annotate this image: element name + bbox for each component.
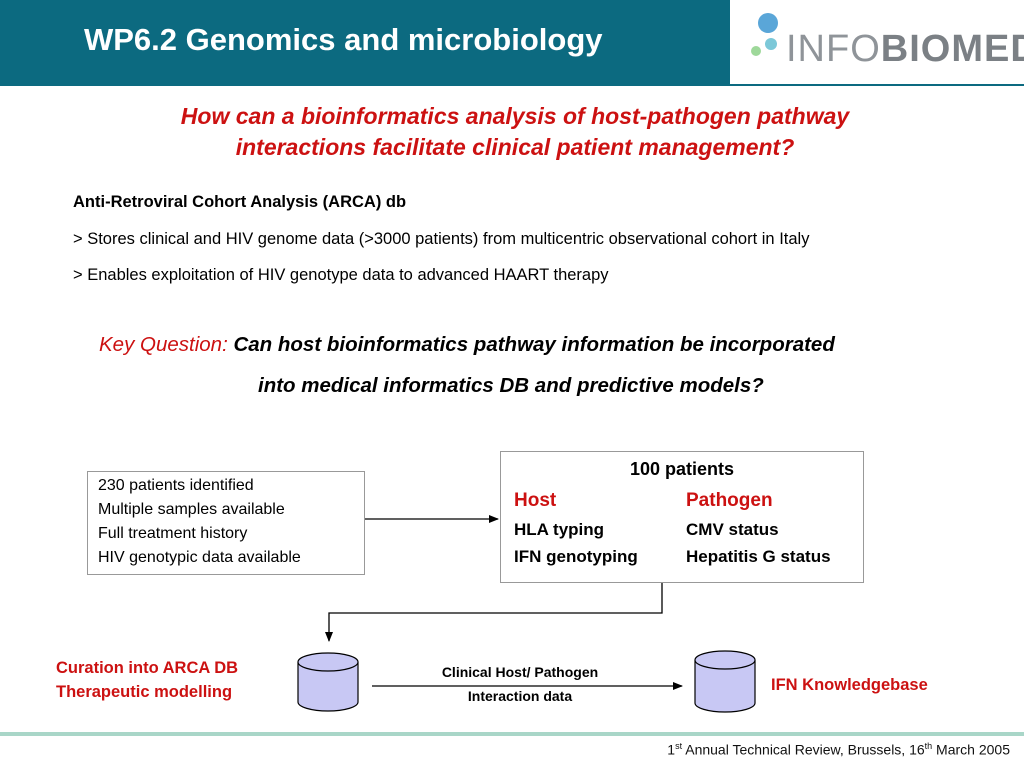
infobiomed-logo: INFOBIOMED <box>730 0 1024 84</box>
hundred-patients-box: 100 patients Host Pathogen HLA typing CM… <box>500 451 864 583</box>
slide-title: WP6.2 Genomics and microbiology <box>84 22 603 57</box>
pathogen-item: Hepatitis G status <box>686 547 831 566</box>
patients-identified-box: 230 patients identified Multiple samples… <box>87 471 365 575</box>
pathogen-item: CMV status <box>686 520 779 539</box>
flow-label-2: Interaction data <box>467 688 573 704</box>
logo-dots-icon <box>751 13 778 56</box>
ifn-knowledgebase-label: IFN Knowledgebase <box>771 676 928 694</box>
arca-heading: Anti-Retroviral Cohort Analysis (ARCA) d… <box>73 193 407 211</box>
title-bar: WP6.2 Genomics and microbiology <box>0 0 730 84</box>
key-question-label: Key Question: <box>99 333 228 356</box>
left-box-item: Full treatment history <box>98 525 248 542</box>
flow-label-1: Clinical Host/ Pathogen <box>441 664 599 680</box>
arca-bullet-2: > Enables exploitation of HIV genotype d… <box>73 266 609 284</box>
host-item: IFN genotyping <box>514 547 638 566</box>
logo-word-light: INFO <box>786 28 881 70</box>
key-question-line-1: Key Question: Can host bioinformatics pa… <box>99 333 835 357</box>
left-box-item: Multiple samples available <box>98 501 285 518</box>
arca-bullet-1: > Stores clinical and HIV genome data (>… <box>73 230 810 248</box>
main-question-line-2: interactions facilitate clinical patient… <box>235 134 795 160</box>
ifn-database-icon <box>694 650 756 713</box>
key-question-text-1: Can host bioinformatics pathway informat… <box>233 333 835 356</box>
logo-word-bold: BIOMED <box>880 28 1024 70</box>
host-header: Host <box>514 490 557 511</box>
pathogen-header: Pathogen <box>686 490 773 511</box>
therapeutic-label: Therapeutic modelling <box>56 683 233 701</box>
header-rule <box>0 84 1024 86</box>
arrow-to-arca-db <box>325 583 663 642</box>
left-box-item: HIV genotypic data available <box>98 549 301 566</box>
main-question-line-1: How can a bioinformatics analysis of hos… <box>180 103 850 129</box>
key-question-text-2: into medical informatics DB and predicti… <box>258 374 764 397</box>
footer-text: 1st Annual Technical Review, Brussels, 1… <box>667 741 1010 758</box>
patients-box-heading: 100 patients <box>629 459 735 479</box>
host-item: HLA typing <box>514 520 605 539</box>
left-box-item: 230 patients identified <box>98 477 254 494</box>
curation-label: Curation into ARCA DB <box>56 659 239 677</box>
footer-rule <box>0 732 1024 736</box>
logo-wordmark: INFOBIOMED <box>786 28 1024 71</box>
arca-database-icon <box>297 652 359 712</box>
